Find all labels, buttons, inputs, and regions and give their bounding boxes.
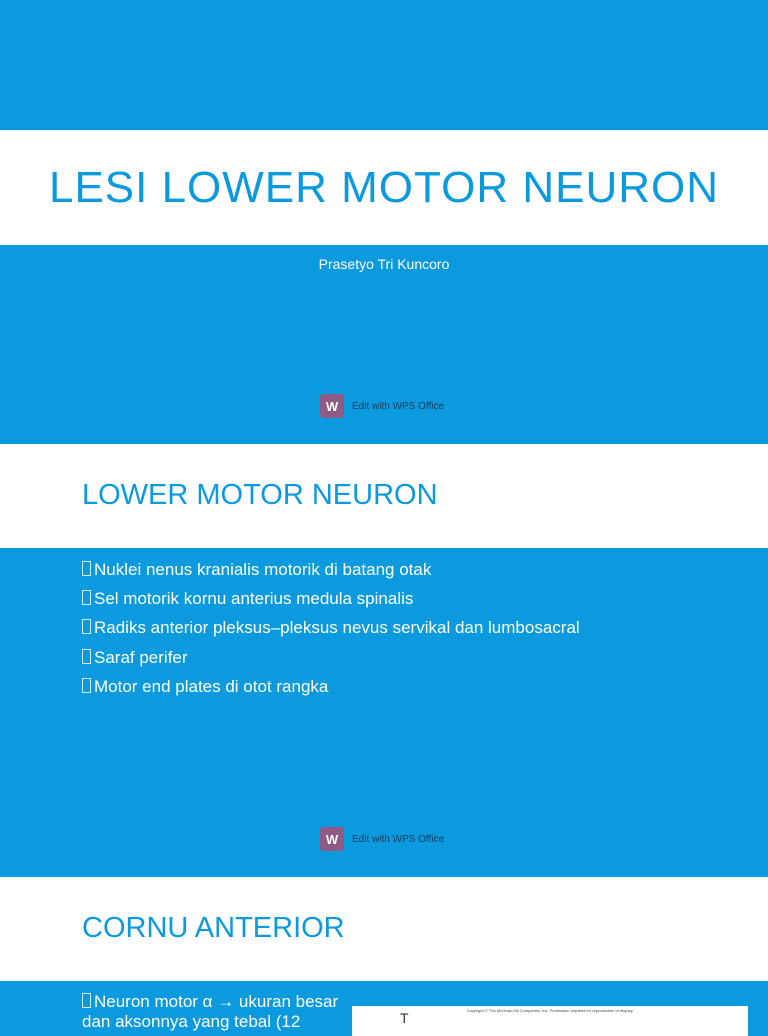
list-item: Saraf perifer xyxy=(82,648,580,677)
wps-label: Edit with WPS Office xyxy=(352,833,445,845)
slide-subtitle: Prasetyo Tri Kuncoro xyxy=(318,256,450,272)
figure-image: Copyright © The McGraw-Hill Companies, I… xyxy=(352,1006,748,1036)
bullet-icon xyxy=(82,590,91,606)
section-heading: LOWER MOTOR NEURON xyxy=(82,479,438,511)
wps-logo-icon: W xyxy=(320,394,344,418)
heading-band xyxy=(0,877,768,981)
bullet-icon xyxy=(82,561,91,576)
bullet-icon xyxy=(82,993,91,1008)
bullet-icon xyxy=(82,648,91,664)
list-item: Motor end plates di otot rangka xyxy=(82,677,580,706)
bullet-icon xyxy=(82,619,91,635)
bullet-icon xyxy=(82,677,91,693)
figure-label: T xyxy=(400,1010,409,1026)
wps-edit-button[interactable]: W Edit with WPS Office xyxy=(320,827,444,851)
wps-edit-button[interactable]: W Edit with WPS Office xyxy=(320,394,444,418)
list-item: Neuron motor α → ukuran besar dan aksonn… xyxy=(82,992,339,1031)
title-band xyxy=(0,130,768,245)
heading-band xyxy=(0,444,768,548)
wps-label: Edit with WPS Office xyxy=(352,400,445,412)
slide-title: LESI LOWER MOTOR NEURON xyxy=(48,163,720,212)
list-item: Sel motorik kornu anterius medula spinal… xyxy=(82,589,580,618)
wps-logo-icon: W xyxy=(320,827,344,851)
bullet-list: Nuklei nenus kranialis motorik di batang… xyxy=(82,560,580,706)
figure-copyright: Copyright © The McGraw-Hill Companies, I… xyxy=(466,1008,634,1013)
list-item: Nuklei nenus kranialis motorik di batang… xyxy=(82,560,580,589)
section-heading: CORNU ANTERIOR xyxy=(82,912,345,944)
list-item: Radiks anterior pleksus–pleksus nevus se… xyxy=(82,618,580,647)
